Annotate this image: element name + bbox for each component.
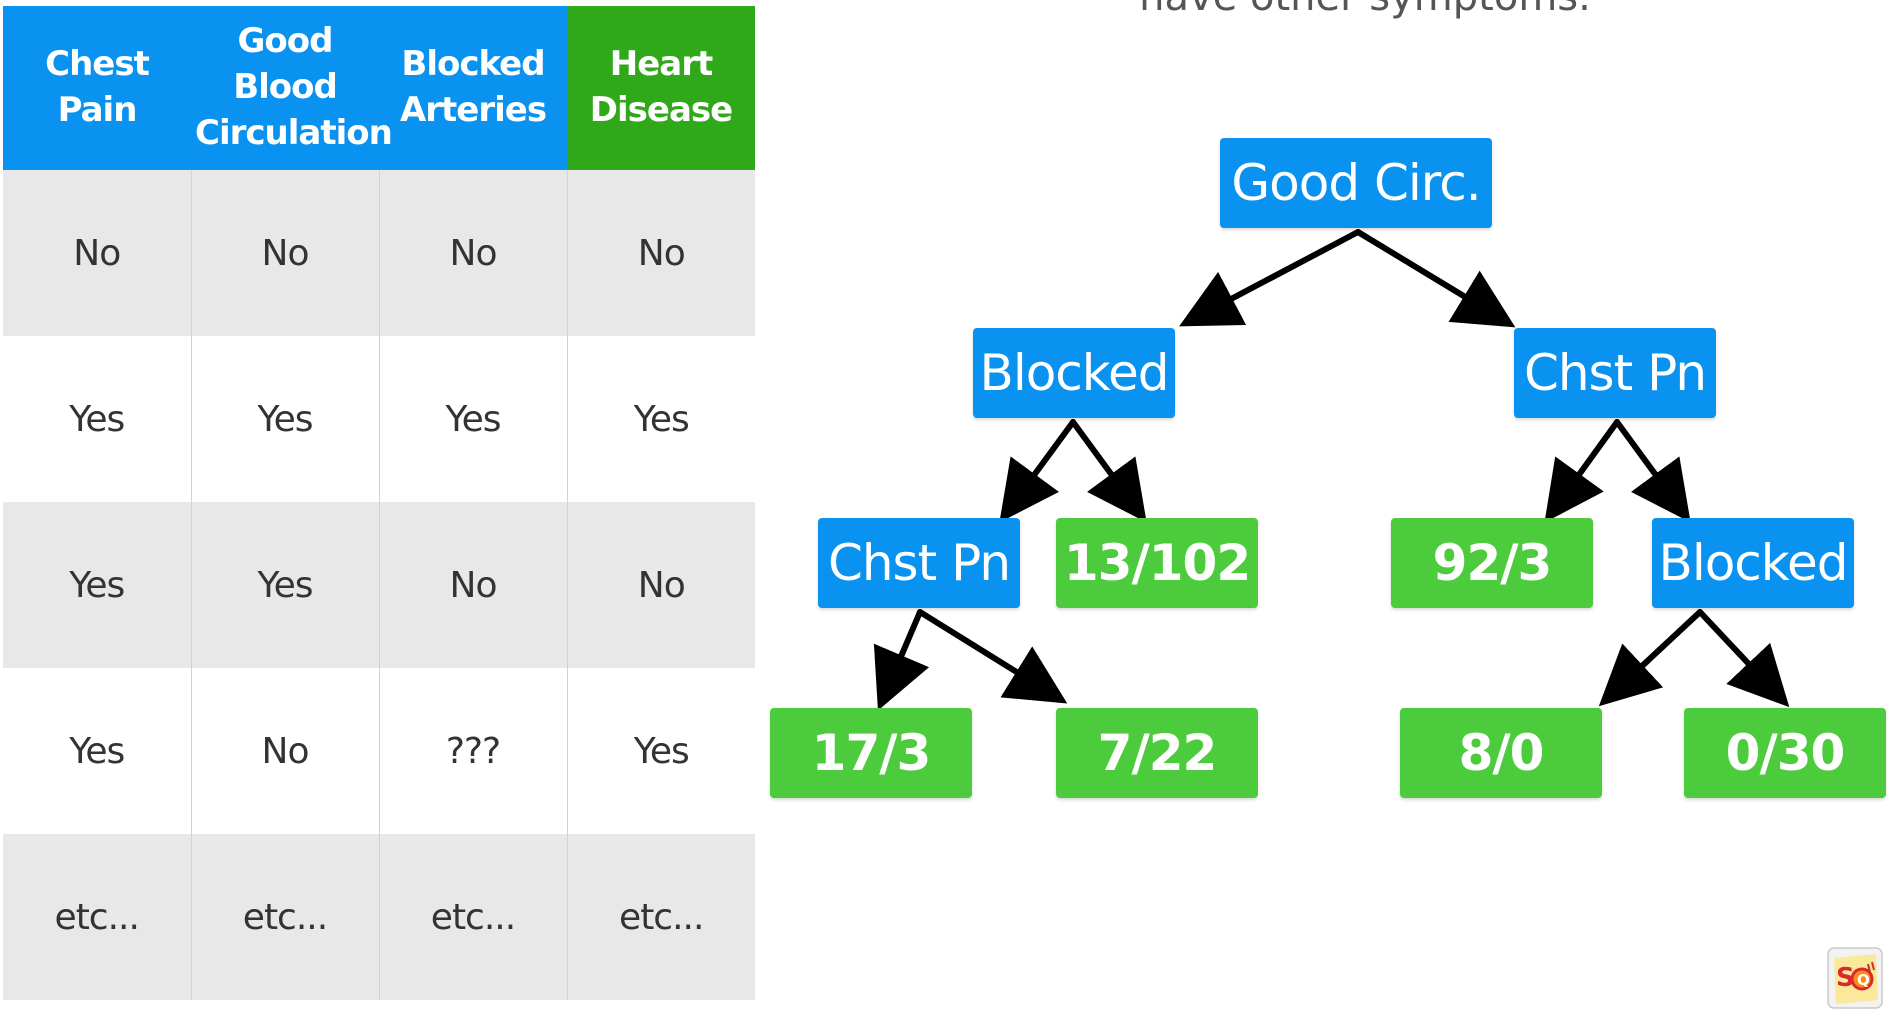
tree-node-chest-pain: Chst Pn xyxy=(818,518,1020,608)
tree-leaf: 17/3 xyxy=(770,708,972,798)
edge-root-left xyxy=(1179,229,1361,327)
table-row: etc... etc... etc... etc... xyxy=(3,834,755,1000)
tree-node-root: Good Circ. xyxy=(1220,138,1492,228)
table-cell: No xyxy=(567,170,755,336)
data-table: Chest Pain Good Blood Circulation Blocke… xyxy=(3,6,755,1000)
table-cell: No xyxy=(191,170,380,336)
edge-rightright-rrr xyxy=(1697,609,1790,708)
column-header-good-blood-circulation: Good Blood Circulation xyxy=(191,6,393,170)
column-header-blocked-arteries: Blocked Arteries xyxy=(379,6,567,170)
column-header-heart-disease: Heart Disease xyxy=(567,6,755,170)
table-cell: Yes xyxy=(567,668,755,834)
edge-right-rightright xyxy=(1614,419,1691,523)
table-cell: Yes xyxy=(3,336,192,502)
table-header-row: Chest Pain Good Blood Circulation Blocke… xyxy=(3,6,755,170)
table-cell: Yes xyxy=(3,502,192,668)
table-row: No No No No xyxy=(3,170,755,336)
tree-leaf: 7/22 xyxy=(1056,708,1258,798)
table-cell: Yes xyxy=(567,336,755,502)
table-cell: etc... xyxy=(3,834,192,1000)
edge-left-leftright xyxy=(1070,419,1147,523)
missing-value-cell: ??? xyxy=(379,668,568,834)
table-cell: No xyxy=(567,502,755,668)
caption-text: have other symptoms. xyxy=(1085,0,1645,20)
table-cell: Yes xyxy=(191,336,380,502)
tree-node-blocked: Blocked xyxy=(1652,518,1854,608)
svg-text:S: S xyxy=(1836,963,1855,993)
table-cell: Yes xyxy=(379,336,568,502)
tree-node-blocked: Blocked xyxy=(973,328,1175,418)
table-cell: Yes xyxy=(191,502,380,668)
edge-rightright-rrl xyxy=(1598,609,1703,707)
tree-leaf: 92/3 xyxy=(1391,518,1593,608)
table-row: Yes Yes No No xyxy=(3,502,755,668)
statquest-logo: S Q xyxy=(1827,947,1883,1009)
svg-text:Q: Q xyxy=(1857,971,1870,989)
table-row: Yes No ??? Yes xyxy=(3,668,755,834)
edge-root-right xyxy=(1355,229,1516,328)
edge-leftleft-lll xyxy=(873,609,930,711)
tree-node-chest-pain: Chst Pn xyxy=(1514,328,1716,418)
tree-leaf: 0/30 xyxy=(1684,708,1886,798)
table-cell: etc... xyxy=(567,834,755,1000)
edge-left-leftleft xyxy=(999,419,1076,523)
table-row: Yes Yes Yes Yes xyxy=(3,336,755,502)
tree-leaf: 8/0 xyxy=(1400,708,1602,798)
table-cell: No xyxy=(3,170,192,336)
column-header-chest-pain: Chest Pain xyxy=(3,6,191,170)
edge-right-rightleft xyxy=(1544,419,1620,523)
table-cell: Yes xyxy=(3,668,192,834)
table-cell: No xyxy=(379,502,568,668)
tree-leaf: 13/102 xyxy=(1056,518,1258,608)
table-cell: No xyxy=(191,668,380,834)
edge-leftleft-llr xyxy=(917,609,1068,704)
table-cell: etc... xyxy=(191,834,380,1000)
table-cell: etc... xyxy=(379,834,568,1000)
table-cell: No xyxy=(379,170,568,336)
